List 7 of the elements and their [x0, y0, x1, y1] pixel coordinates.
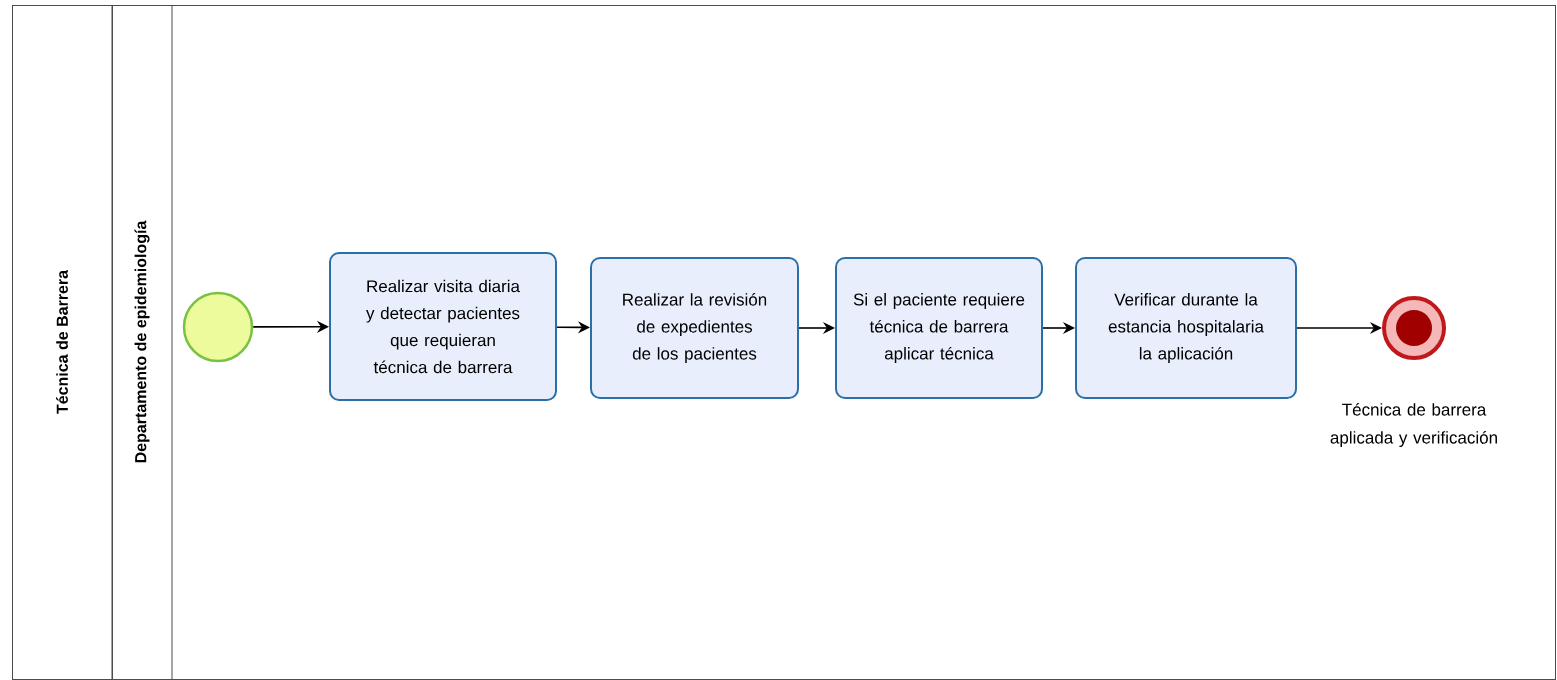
start-event — [182, 291, 254, 363]
task-box: Realizar la revisión de expedientes de los pacientes — [590, 257, 799, 399]
task-box: Realizar visita diaria y detectar pacientes que requieran técnica de barrera — [329, 252, 557, 401]
task-box: Si el paciente requiere técnica de barrera aplicar técnica — [835, 257, 1043, 399]
end-event — [1382, 296, 1446, 360]
event-caption: Técnica de barrera aplicada y verificación — [1330, 403, 1497, 448]
task-box: Verificar durante la estancia hospitalaria la aplicación — [1075, 257, 1297, 399]
